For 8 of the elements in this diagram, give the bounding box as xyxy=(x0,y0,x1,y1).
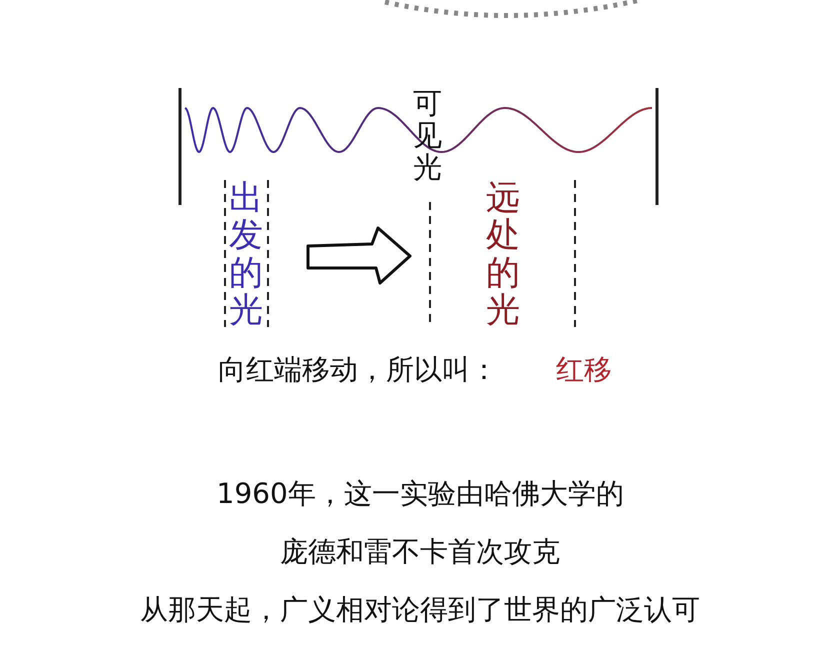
caption-text: 向红端移动，所以叫： xyxy=(218,354,498,386)
body-text: 庞德和雷不卡首次攻克 xyxy=(280,536,560,568)
wave-label: 远处的光 xyxy=(486,180,521,330)
wave-label: 可见光 xyxy=(413,88,443,184)
body-text: 1960年，这一实验由哈佛大学的 xyxy=(216,478,624,510)
highlight-term: 红移 xyxy=(556,354,612,386)
wave-label: 出发的光 xyxy=(229,180,264,330)
body-text: 从那天起，广义相对论得到了世界的广泛认可 xyxy=(140,594,700,626)
